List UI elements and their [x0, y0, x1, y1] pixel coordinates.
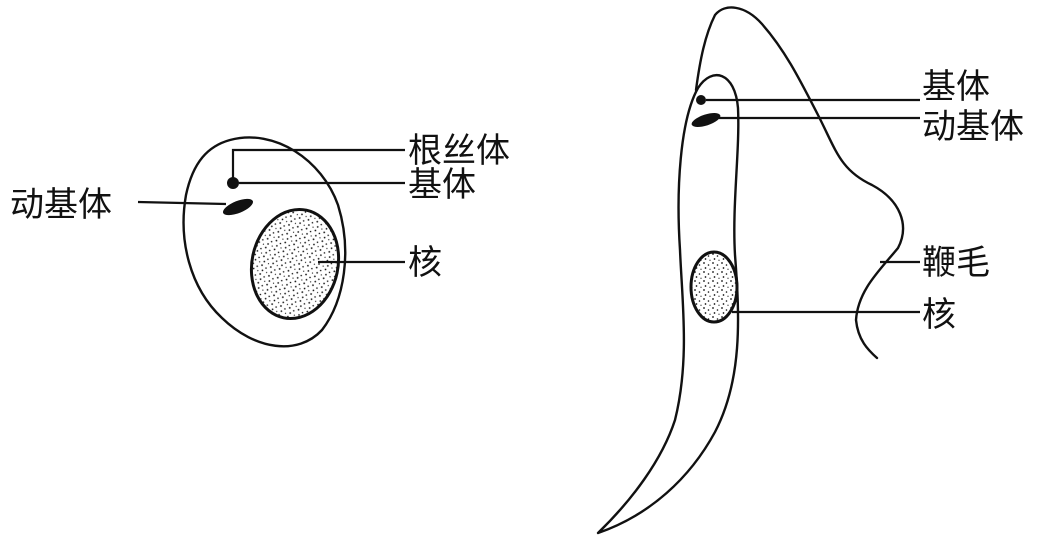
- kinetoplast: [690, 110, 722, 130]
- label-flagellum: 鞭毛: [922, 243, 990, 283]
- label-nucleus: 核: [922, 295, 956, 335]
- label-kinetoplast: 动基体: [10, 185, 112, 225]
- basal-body: [696, 95, 706, 105]
- amastigote-figure: 根丝体 基体 动基体 核: [10, 131, 510, 346]
- label-basal-body: 基体: [922, 67, 990, 107]
- label-basal-body: 基体: [408, 165, 476, 205]
- kinetoplast-lead: [138, 202, 226, 204]
- label-kinetoplast: 动基体: [922, 107, 1024, 147]
- rhizoplast-lead: [233, 150, 405, 181]
- label-nucleus: 核: [408, 243, 442, 283]
- kinetoplast: [221, 195, 255, 218]
- nucleus: [691, 252, 737, 322]
- nucleus: [242, 201, 349, 326]
- trypomastigote-figure: 基体 动基体 鞭毛 核: [598, 8, 1024, 533]
